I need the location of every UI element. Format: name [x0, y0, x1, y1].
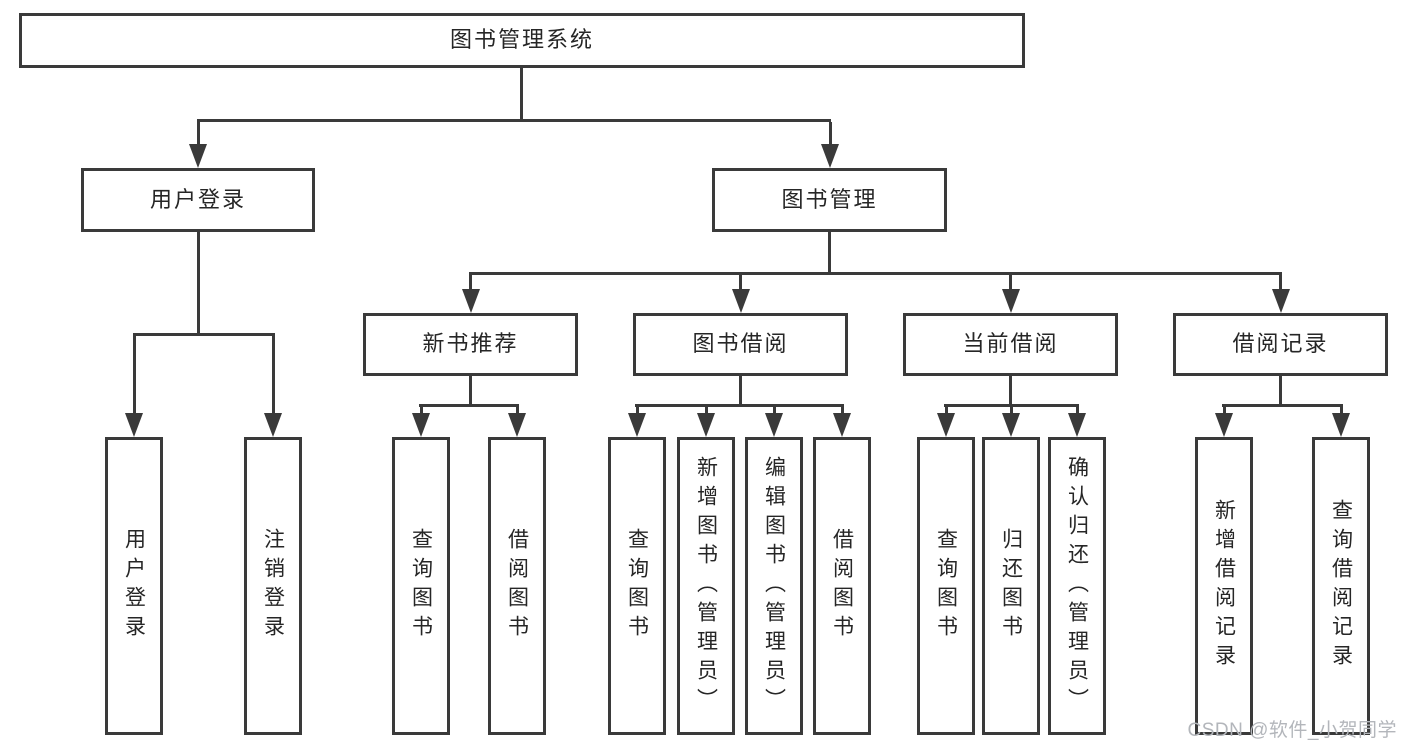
node-borrow-records: 借阅记录 — [1173, 313, 1388, 376]
node-new-book-recommend-label: 新书推荐 — [422, 331, 519, 357]
connector-root-vline — [520, 67, 523, 122]
arrow-down-icon — [821, 122, 839, 168]
node-borrow-books-1: 借阅图书 — [488, 437, 546, 735]
arrow-down-icon — [697, 407, 715, 437]
arrow-down-icon — [1002, 407, 1020, 437]
connector-new-book-vline — [469, 376, 472, 407]
arrow-down-icon — [264, 336, 282, 437]
connector-user-login-vline — [197, 232, 200, 336]
node-logout-label: 注销登录 — [261, 528, 285, 644]
node-confirm-return-admin-label: 确认归还（管理员） — [1065, 455, 1089, 717]
node-book-management-label: 图书管理 — [781, 186, 878, 212]
node-edit-book-admin: 编辑图书（管理员） — [745, 437, 803, 735]
connector-new-book-hline — [419, 404, 519, 407]
watermark: CSDN @软件_小贺同学 — [1187, 720, 1397, 741]
node-query-borrow-record-label: 查询借阅记录 — [1329, 499, 1353, 673]
node-borrow-books-2: 借阅图书 — [813, 437, 871, 735]
node-borrow-books-2-label: 借阅图书 — [830, 528, 854, 644]
node-root-label: 图书管理系统 — [449, 27, 594, 53]
node-book-borrowing: 图书借阅 — [633, 313, 848, 376]
node-book-borrowing-label: 图书借阅 — [692, 331, 789, 357]
connector-book-borrowing-hline — [635, 404, 844, 407]
arrow-down-icon — [1001, 275, 1020, 313]
arrow-down-icon — [937, 407, 955, 437]
node-login-label: 用户登录 — [122, 528, 146, 644]
node-edit-book-admin-label: 编辑图书（管理员） — [762, 455, 786, 717]
connector-current-borrowing-hline — [944, 404, 1079, 407]
node-return-books: 归还图书 — [982, 437, 1040, 735]
node-confirm-return-admin: 确认归还（管理员） — [1048, 437, 1106, 735]
arrow-down-icon — [1271, 275, 1290, 313]
arrow-down-icon — [189, 122, 207, 168]
arrow-down-icon — [1332, 407, 1350, 437]
connector-book-management-vline — [828, 232, 831, 275]
arrow-down-icon — [1215, 407, 1233, 437]
node-query-books-3: 查询图书 — [917, 437, 975, 735]
arrow-down-icon — [125, 336, 143, 437]
node-borrow-books-1-label: 借阅图书 — [505, 528, 529, 644]
connector-current-borrowing-vline — [1009, 376, 1012, 407]
connector-borrow-records-vline — [1279, 376, 1282, 407]
node-add-book-admin: 新增图书（管理员） — [677, 437, 735, 735]
node-add-borrow-record-label: 新增借阅记录 — [1212, 499, 1236, 673]
connector-borrow-records-hline — [1222, 404, 1343, 407]
node-root: 图书管理系统 — [19, 13, 1025, 68]
node-query-borrow-record: 查询借阅记录 — [1312, 437, 1370, 735]
arrow-down-icon — [508, 407, 526, 437]
connector-book-borrowing-vline — [739, 376, 742, 407]
arrow-down-icon — [628, 407, 646, 437]
node-add-book-admin-label: 新增图书（管理员） — [694, 455, 718, 717]
connector-level1-hline — [197, 119, 831, 122]
node-user-login: 用户登录 — [81, 168, 315, 232]
arrow-down-icon — [731, 275, 750, 313]
node-borrow-records-label: 借阅记录 — [1232, 331, 1329, 357]
node-query-books-1-label: 查询图书 — [409, 528, 433, 644]
node-current-borrowing-label: 当前借阅 — [962, 331, 1059, 357]
node-query-books-2-label: 查询图书 — [625, 528, 649, 644]
arrow-down-icon — [833, 407, 851, 437]
node-query-books-2: 查询图书 — [608, 437, 666, 735]
arrow-down-icon — [461, 275, 480, 313]
connector-level2-hline — [469, 272, 1282, 275]
node-logout: 注销登录 — [244, 437, 302, 735]
arrow-down-icon — [412, 407, 430, 437]
connector-user-login-hline — [133, 333, 275, 336]
node-add-borrow-record: 新增借阅记录 — [1195, 437, 1253, 735]
node-current-borrowing: 当前借阅 — [903, 313, 1118, 376]
node-book-management: 图书管理 — [712, 168, 947, 232]
node-login: 用户登录 — [105, 437, 163, 735]
node-query-books-3-label: 查询图书 — [934, 528, 958, 644]
node-return-books-label: 归还图书 — [999, 528, 1023, 644]
node-query-books-1: 查询图书 — [392, 437, 450, 735]
arrow-down-icon — [1068, 407, 1086, 437]
arrow-down-icon — [765, 407, 783, 437]
node-user-login-label: 用户登录 — [149, 186, 246, 212]
node-new-book-recommend: 新书推荐 — [363, 313, 578, 376]
